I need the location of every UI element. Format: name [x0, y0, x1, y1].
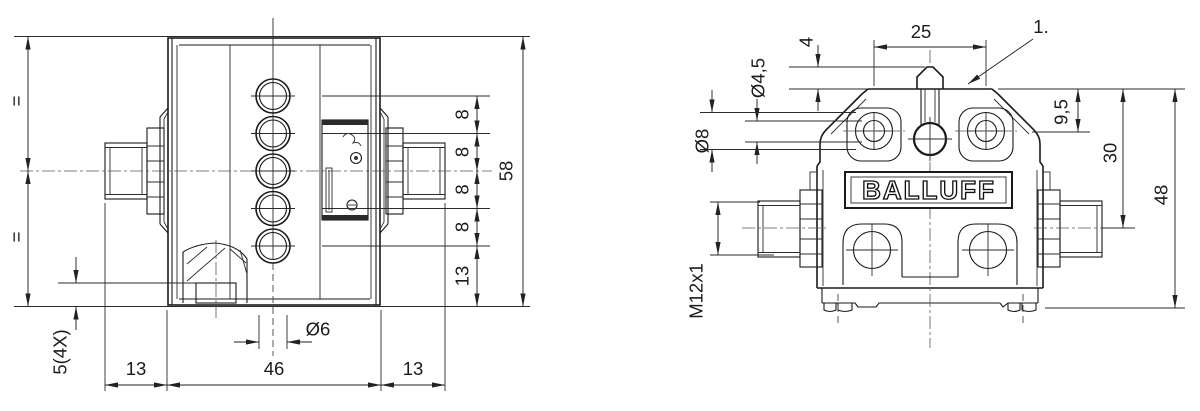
dim-48: 48 — [1045, 89, 1185, 309]
dim-5-4x-label: 5(4X) — [49, 329, 70, 374]
dim-pitch-chain: 8 8 8 8 13 — [322, 95, 490, 307]
port-hole — [251, 190, 295, 227]
dim-4-label: 4 — [795, 37, 816, 47]
dim-95-label: 9,5 — [1050, 99, 1071, 125]
side-body — [167, 37, 381, 306]
brand-logo-plate: BALLUFF — [844, 171, 1013, 209]
dim-m12x1-label: M12x1 — [685, 263, 706, 319]
dim-48-label: 48 — [1150, 185, 1171, 206]
dim-equal-bottom: = — [5, 232, 26, 243]
port-hole — [251, 153, 295, 189]
dim-30: 30 — [1099, 89, 1135, 229]
callout-1: 1. — [967, 16, 1049, 85]
dim-dia45-label: Ø4,5 — [747, 58, 768, 98]
dim-13-left-label: 13 — [126, 358, 147, 379]
port-hole — [251, 115, 295, 152]
mounting-boss-section — [182, 240, 248, 318]
dim-dia8-label: Ø8 — [691, 129, 712, 154]
dim-total-height-58: 58 — [495, 36, 526, 307]
right-flange — [379, 107, 389, 234]
port-hole — [251, 228, 295, 264]
front-top-tab — [916, 66, 944, 89]
dim-8-label: 8 — [451, 222, 472, 232]
dim-boss-dia-8: Ø8 — [691, 90, 856, 172]
dim-46-label: 46 — [264, 358, 285, 379]
dim-58-label: 58 — [495, 161, 516, 182]
dim-25-label: 25 — [911, 21, 932, 42]
side-view: = = 58 8 8 8 8 13 5(4X) — [5, 18, 530, 391]
dim-top-width-25: 25 — [873, 21, 987, 86]
front-left-connector — [742, 189, 826, 268]
top-boss-left — [843, 107, 905, 162]
top-boss-right — [955, 107, 1017, 162]
dim-equal-chain: = = — [5, 36, 31, 307]
dim-13-right-label: 13 — [403, 358, 424, 379]
port-hole — [251, 78, 295, 114]
front-view: BALLUFF — [685, 16, 1185, 348]
port-holes — [251, 78, 295, 264]
dim-8-label: 8 — [451, 184, 472, 194]
dim-30-label: 30 — [1099, 143, 1120, 164]
side-label-plate — [321, 119, 369, 221]
dim-13-label: 13 — [451, 266, 472, 287]
bottom-hole-left — [842, 223, 903, 285]
dim-dia6-label: Ø6 — [306, 318, 331, 339]
dim-hole-dia-45: Ø4,5 — [745, 58, 862, 164]
dim-9-5: 9,5 — [998, 88, 1185, 133]
front-head — [816, 88, 1044, 167]
dim-thread-m12: M12x1 — [685, 201, 774, 319]
front-right-connector — [1034, 189, 1118, 268]
approval-marks-icon — [325, 132, 363, 213]
bottom-hole-right — [957, 223, 1018, 285]
center-port — [908, 89, 952, 161]
dim-foot-height: 5(4X) — [49, 257, 197, 375]
brand-logo-text: BALLUFF — [862, 175, 996, 205]
dim-hole-dia-6: Ø6 — [234, 315, 330, 349]
dim-tab-height-4: 4 — [789, 37, 925, 111]
dim-width-chain: 13 46 13 — [104, 203, 446, 391]
callout-1-label: 1. — [1033, 16, 1048, 37]
dim-equal-top: = — [5, 96, 26, 107]
left-connector — [104, 127, 165, 215]
dim-8-label: 8 — [451, 147, 472, 157]
dim-8-label: 8 — [451, 109, 472, 119]
